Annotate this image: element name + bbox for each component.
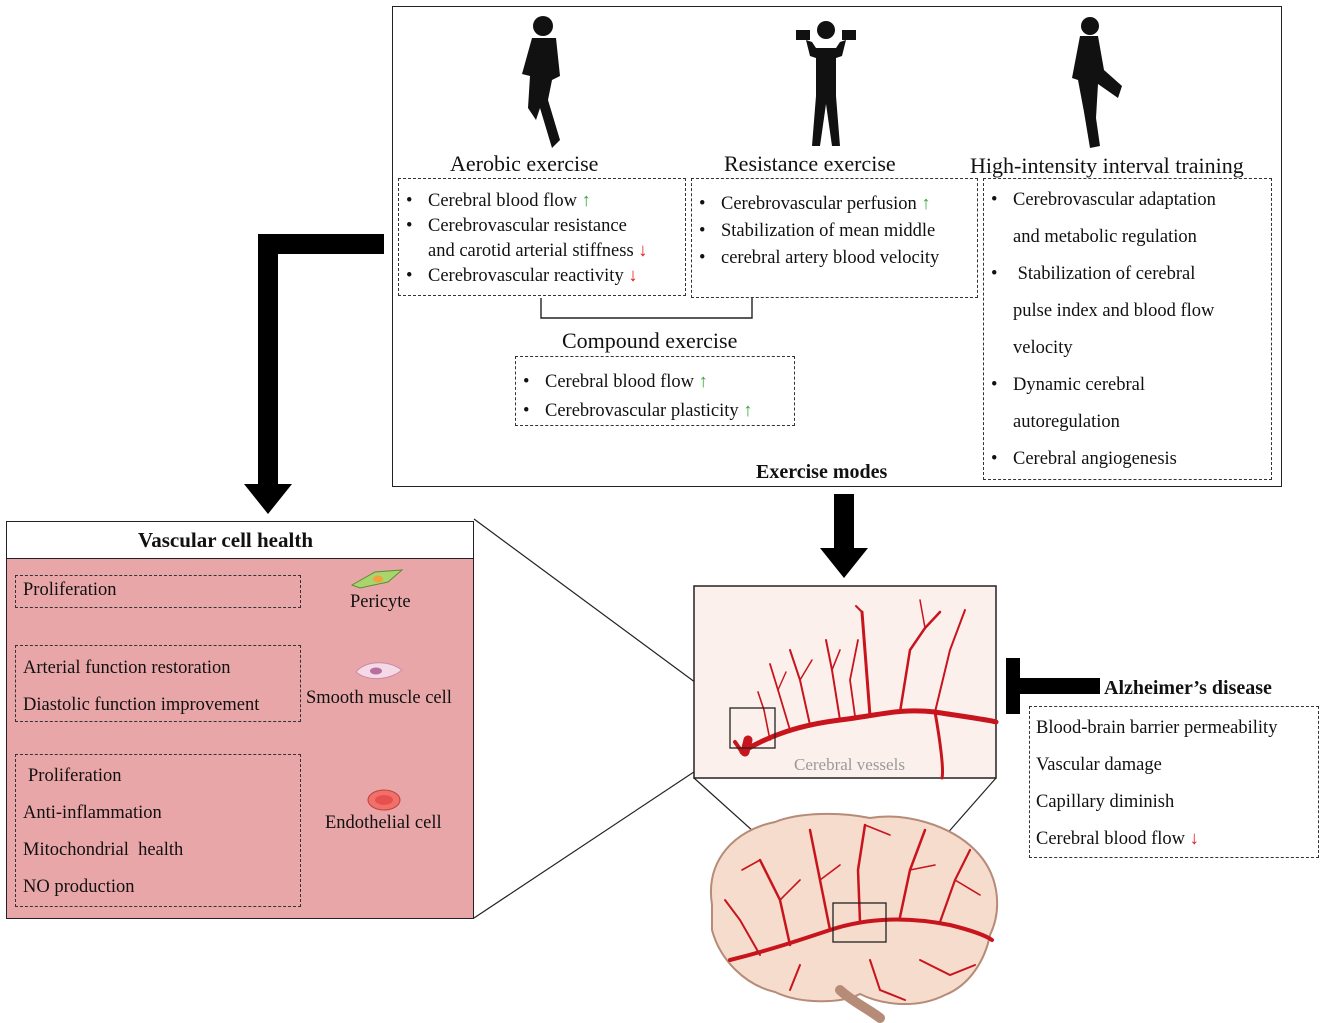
pericyte-label: Pericyte xyxy=(350,592,411,612)
hiit-bullet: • xyxy=(991,375,998,395)
zoom-line-bottom xyxy=(473,747,731,919)
resistance-item-continued: cerebral artery blood velocity xyxy=(691,245,978,272)
vascular-panel xyxy=(6,521,474,919)
aerobic-item: Cerebrovascular resistance xyxy=(398,214,688,239)
compound-item: Cerebral blood flow ↑ xyxy=(515,368,795,397)
down-arrow-icon: ↓ xyxy=(628,266,638,286)
up-arrow-icon: ↑ xyxy=(921,194,931,214)
hiit-line: pulse index and blood flow xyxy=(1013,301,1215,321)
aerobic-title: Aerobic exercise xyxy=(450,151,599,176)
alzheimers-effect: Vascular damage xyxy=(1036,755,1162,775)
resistance-effects-list: Cerebrovascular perfusion ↑ Stabilizatio… xyxy=(691,191,978,272)
up-arrow-icon: ↑ xyxy=(581,191,591,211)
smooth-muscle-effect: Diastolic function improvement xyxy=(23,695,260,715)
hiit-bullet: • xyxy=(991,449,998,469)
up-arrow-icon: ↑ xyxy=(743,401,753,421)
hiit-line: and metabolic regulation xyxy=(1013,227,1197,247)
hiit-line: Cerebrovascular adaptation xyxy=(1013,190,1216,210)
hiit-line: Stabilization of cerebral xyxy=(1013,264,1196,284)
endothelial-effect: NO production xyxy=(23,877,135,897)
hiit-bullet: • xyxy=(991,190,998,210)
alzheimers-effect: Capillary diminish xyxy=(1036,792,1175,812)
compound-bracket xyxy=(540,298,753,319)
compound-title: Compound exercise xyxy=(562,328,738,353)
brain-illustration xyxy=(710,812,999,1023)
down-arrow-icon: ↓ xyxy=(1189,829,1199,849)
zoom-line-top xyxy=(473,518,731,709)
exercise-modes-box xyxy=(392,6,1282,487)
alzheimers-effects-box xyxy=(1029,706,1319,858)
hiit-effects-box xyxy=(983,178,1272,480)
down-arrow-icon: ↓ xyxy=(638,241,648,261)
resistance-title: Resistance exercise xyxy=(724,151,896,176)
hiit-line: autoregulation xyxy=(1013,412,1120,432)
alzheimer-inhibit-bar xyxy=(1006,658,1100,714)
alzheimers-effect: Cerebral blood flow ↓ xyxy=(1036,829,1199,849)
aerobic-item-continued: and carotid arterial stiffness ↓ xyxy=(428,241,648,261)
resistance-item: Stabilization of mean middle xyxy=(691,218,978,245)
high-knee-athlete-icon xyxy=(1072,17,1122,148)
hiit-line: Cerebral angiogenesis xyxy=(1013,449,1177,469)
pericyte-effect: Proliferation xyxy=(23,580,117,600)
dumbbell-lifter-icon xyxy=(796,21,856,146)
endothelial-effect: Mitochondrial health xyxy=(23,840,184,860)
alzheimers-effect: Blood-brain barrier permeability xyxy=(1036,718,1278,738)
arrow-exercise-to-vessels xyxy=(820,494,868,578)
smooth-muscle-cell-icon xyxy=(355,662,403,679)
runner-icon xyxy=(522,16,560,148)
exercise-modes-label: Exercise modes xyxy=(756,461,888,483)
cerebral-vessels-label: Cerebral vessels xyxy=(794,755,905,774)
alzheimers-title: Alzheimer’s disease xyxy=(1104,677,1272,699)
brain-zoom-box xyxy=(832,902,887,943)
endothelial-cell-icon xyxy=(367,789,401,811)
vascular-panel-title: Vascular cell health xyxy=(138,528,314,552)
up-arrow-icon: ↑ xyxy=(698,372,708,392)
pericyte-icon xyxy=(350,569,404,589)
endothelial-effect: Proliferation xyxy=(28,766,122,786)
compound-effects-list: Cerebral blood flow ↑ Cerebrovascular pl… xyxy=(515,368,795,426)
hiit-title: High-intensity interval training xyxy=(970,153,1244,178)
smooth-muscle-label: Smooth muscle cell xyxy=(306,688,452,708)
inhibit-arrow-exercise-to-vascular xyxy=(244,234,384,514)
resistance-item: Cerebrovascular perfusion ↑ xyxy=(691,191,978,218)
aerobic-item: Cerebral blood flow ↑ xyxy=(398,189,688,214)
smooth-muscle-effects-box xyxy=(15,645,301,722)
vessel-zoom-box xyxy=(729,707,776,749)
cerebral-vessel-tree xyxy=(733,599,999,780)
compound-item: Cerebrovascular plasticity ↑ xyxy=(515,397,795,426)
vascular-panel-header xyxy=(7,522,473,559)
vascular-panel-background xyxy=(6,558,474,918)
hiit-line: velocity xyxy=(1013,338,1073,358)
hiit-line: Dynamic cerebral xyxy=(1013,375,1145,395)
aerobic-effects-list: Cerebral blood flow ↑ Cerebrovascular re… xyxy=(398,189,688,289)
endothelial-effects-box xyxy=(15,754,301,907)
aerobic-item: Cerebrovascular reactivity ↓ xyxy=(398,264,688,289)
smooth-muscle-effect: Arterial function restoration xyxy=(23,658,231,678)
endothelial-effect: Anti-inflammation xyxy=(23,803,162,823)
pericyte-effects-box xyxy=(15,575,301,608)
endothelial-label: Endothelial cell xyxy=(325,813,442,833)
hiit-bullet: • xyxy=(991,264,998,284)
